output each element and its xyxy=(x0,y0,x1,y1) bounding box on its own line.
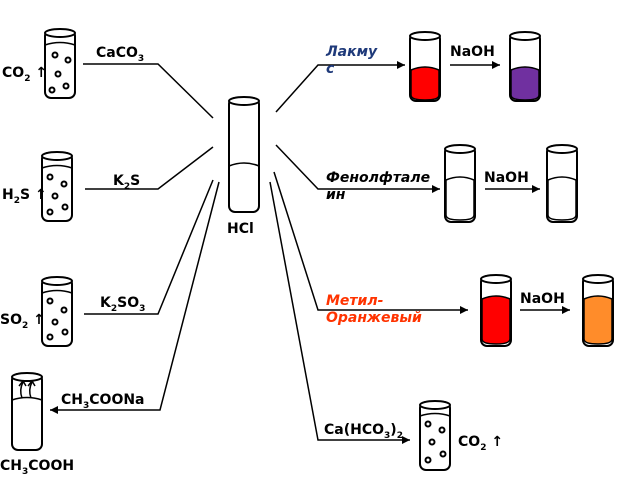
reagent-k2s: K2S xyxy=(113,173,140,192)
product-h2s: H2S ↑ xyxy=(2,187,47,206)
line-k2so3 xyxy=(84,179,214,315)
naoh-label-2: NaOH xyxy=(484,170,529,186)
naoh-label-3: NaOH xyxy=(520,291,565,307)
tube-phenol-before xyxy=(444,144,476,223)
line-phenol xyxy=(275,144,440,190)
reagent-k2so3: K2SO3 xyxy=(100,295,145,314)
line-methyl xyxy=(273,171,468,311)
line-litmus xyxy=(275,64,405,113)
tube-litmus-before xyxy=(409,31,441,102)
tube-bicarbonate xyxy=(419,400,451,471)
tube-caco3 xyxy=(44,28,76,99)
product-so2: SO2 ↑ xyxy=(0,312,45,331)
hcl-label: HCl xyxy=(227,221,254,237)
line-caco3 xyxy=(83,63,214,119)
methyl-liquid-after xyxy=(583,295,613,345)
arrowhead-naoh-1 xyxy=(492,61,500,69)
arrowhead-methyl xyxy=(460,306,468,314)
arrowhead-ch3coona xyxy=(50,406,58,414)
tube-k2s xyxy=(41,151,73,222)
line-k2s xyxy=(85,146,214,190)
arrowheads xyxy=(50,61,570,444)
indicator-methyl-label: Метил-Оранжевый xyxy=(326,293,422,326)
phenol-liquid-before xyxy=(445,176,475,221)
litmus-liquid-after xyxy=(510,66,540,101)
hcl-tube xyxy=(228,96,260,213)
tube-methyl-after xyxy=(582,274,614,347)
litmus-liquid-before xyxy=(410,66,440,101)
product-bicarbonate-co2: CO2 ↑ xyxy=(458,434,503,453)
product-co2: CO2 ↑ xyxy=(2,65,47,84)
tube-litmus-after xyxy=(509,31,541,102)
phenol-liquid-after xyxy=(547,176,577,221)
line-bicarbonate xyxy=(269,181,410,441)
tube-phenol-after xyxy=(546,144,578,223)
arrowhead-naoh-3 xyxy=(562,306,570,314)
tube-k2so3 xyxy=(41,276,73,347)
arrowhead-litmus xyxy=(397,61,405,69)
line-ch3coona xyxy=(50,181,220,411)
naoh-label-1: NaOH xyxy=(450,44,495,60)
arrowhead-bicarbonate xyxy=(402,436,410,444)
reagent-ch3coona: CH3COONa xyxy=(61,392,145,411)
arrowhead-naoh-2 xyxy=(532,185,540,193)
product-ch3cooh: CH3COOH xyxy=(0,458,74,477)
reagent-caco3: CaCO3 xyxy=(96,45,144,64)
arrowhead-phenol xyxy=(432,185,440,193)
tube-methyl-before xyxy=(480,274,512,347)
methyl-liquid-before xyxy=(481,295,511,345)
tube-ch3coona xyxy=(11,372,43,451)
connector-lines xyxy=(50,63,570,441)
reagent-bicarbonate: Ca(HCO3)2 xyxy=(324,422,403,441)
